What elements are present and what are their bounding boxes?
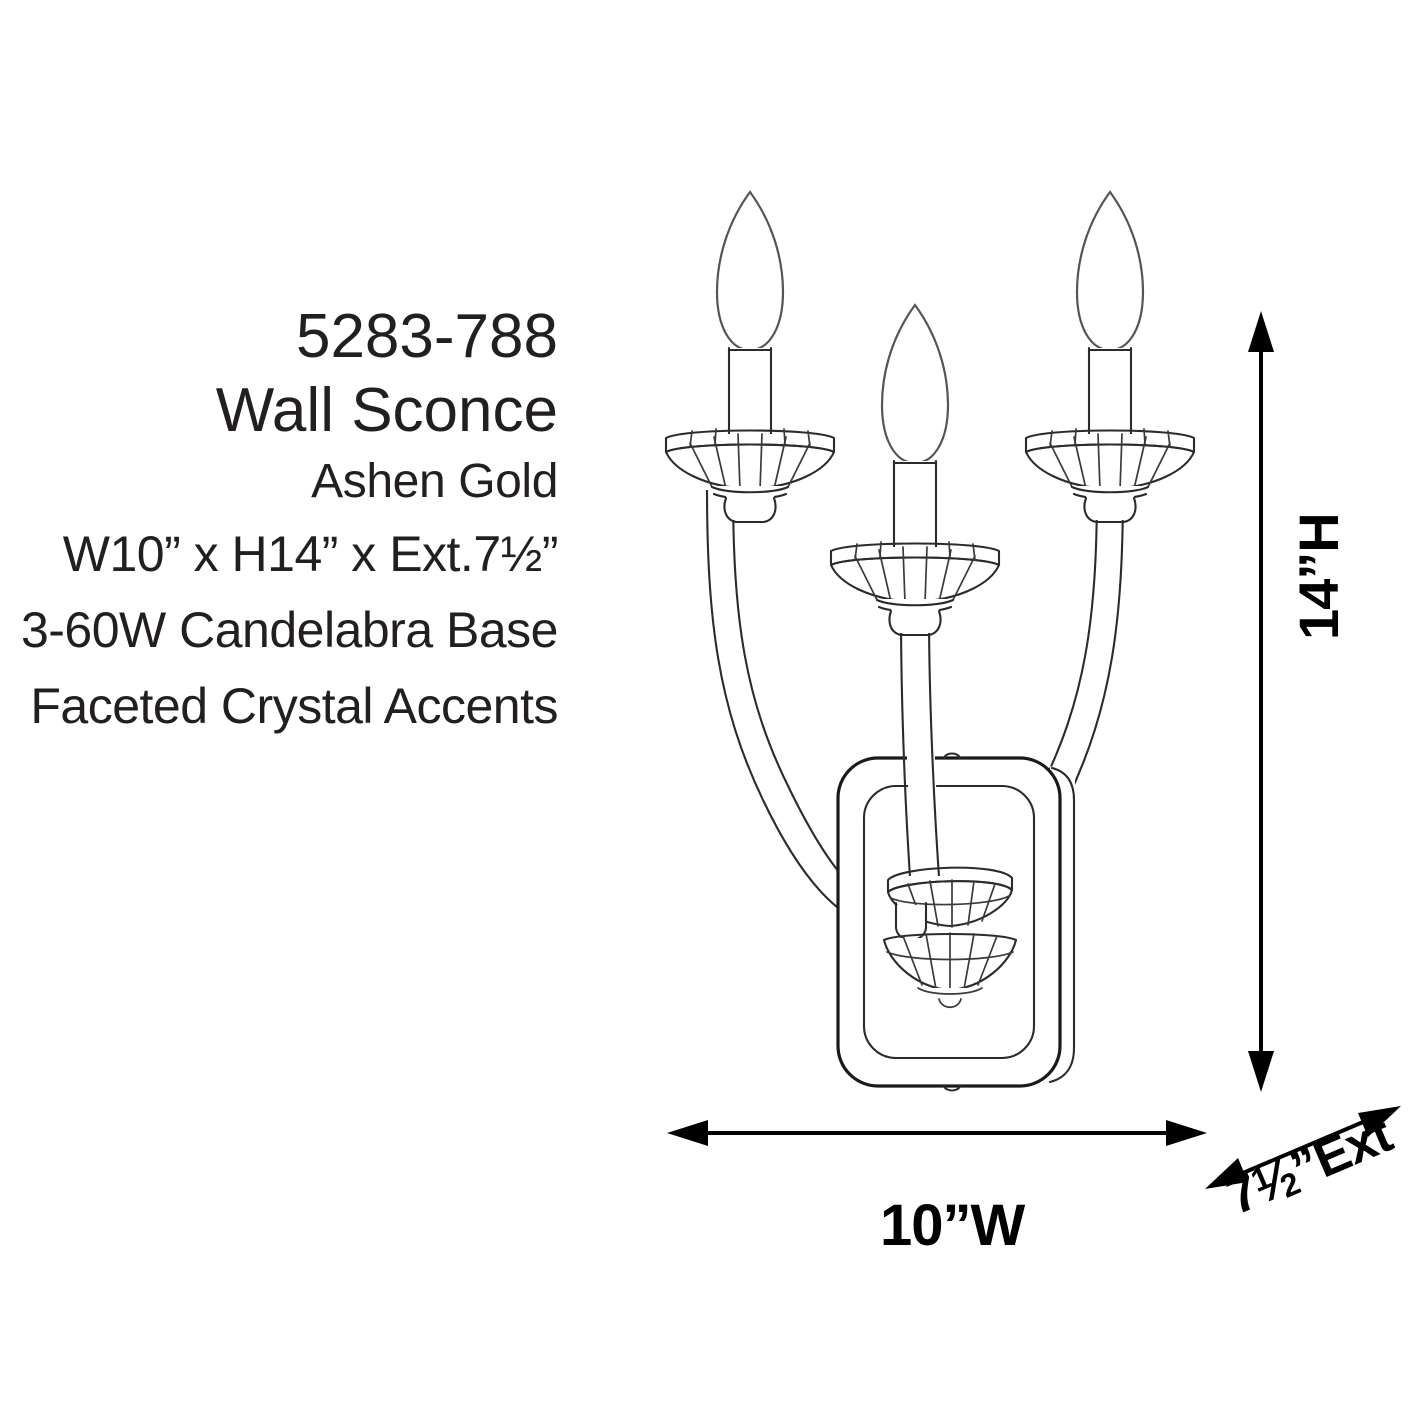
- flame-bulb-left: [715, 190, 785, 352]
- height-dimension-arrow: [1248, 311, 1274, 1092]
- candle-assembly-right: [1024, 190, 1196, 524]
- width-dimension-label: 10”W: [880, 1193, 1025, 1258]
- flame-bulb-center: [880, 303, 950, 465]
- product-accents: Faceted Crystal Accents: [30, 678, 558, 734]
- candle-assembly-left: [664, 190, 836, 524]
- candle-assembly-center: [829, 303, 1001, 637]
- flame-bulb-right: [1075, 190, 1145, 352]
- product-spec-text-block: 5283-788 Wall Sconce Ashen Gold W10” x H…: [0, 300, 559, 744]
- product-lamping: 3-60W Candelabra Base: [20, 602, 559, 658]
- product-dimensions: W10” x H14” x Ext.7½”: [62, 526, 559, 582]
- product-finish: Ashen Gold: [311, 455, 558, 508]
- product-model-number: 5283-788: [295, 302, 558, 371]
- height-dimension-label: 14”H: [1287, 513, 1350, 640]
- center-crystal-lower: [882, 932, 1018, 1009]
- width-dimension-arrow: [667, 1120, 1207, 1146]
- product-type-title: Wall Sconce: [215, 376, 558, 445]
- extension-dimension-arrow: [1205, 1106, 1401, 1189]
